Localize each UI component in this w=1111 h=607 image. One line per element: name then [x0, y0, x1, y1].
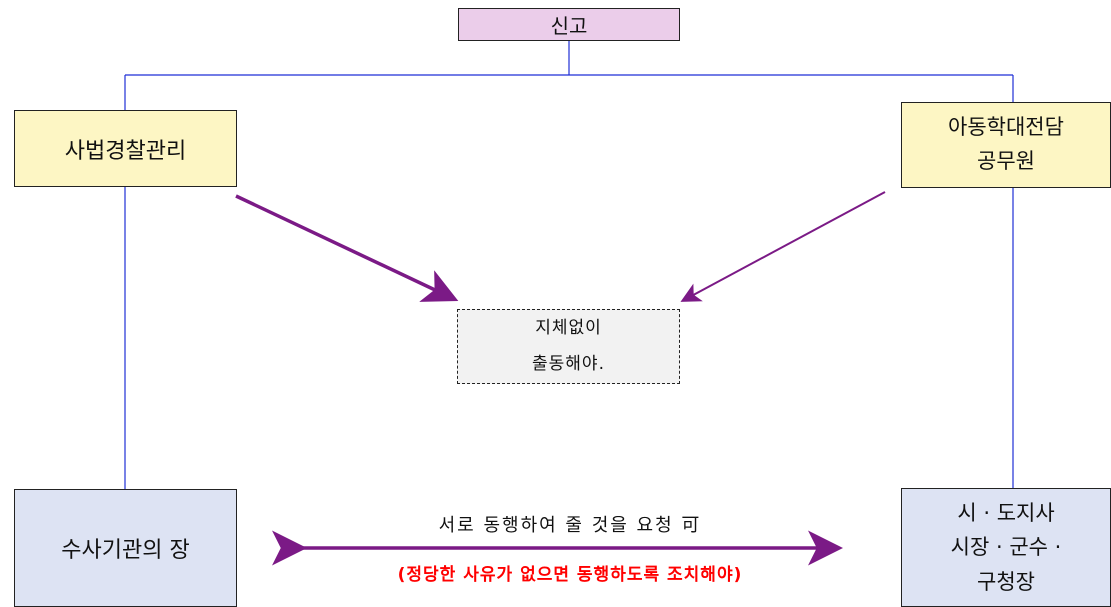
arrow-police-to-center — [235, 194, 459, 302]
dispatch-label-line2: 출동해야. — [532, 353, 605, 374]
child-abuse-official-node: 아동학대전담 공무원 — [901, 102, 1111, 188]
local-government-head-node: 시 · 도지사 시장 · 군수 · 구청장 — [901, 488, 1111, 607]
arrow-child-official-to-center — [680, 191, 886, 302]
police-node: 사법경찰관리 — [14, 110, 237, 187]
child-official-label-line2: 공무원 — [977, 149, 1035, 173]
child-official-label-line1: 아동학대전담 — [948, 115, 1064, 140]
dispatch-node: 지체없이 출동해야. — [457, 309, 680, 384]
report-node: 신고 — [458, 8, 680, 41]
mutual-request-label: 서로 동행하여 줄 것을 요청 可 — [438, 515, 702, 536]
mayor-label-line3: 구청장 — [977, 569, 1035, 594]
investigation-head-label: 수사기관의 장 — [61, 538, 190, 563]
dispatch-label-line1: 지체없이 — [535, 317, 602, 338]
mayor-label-line1: 시 · 도지사 — [957, 500, 1055, 525]
investigation-head-node: 수사기관의 장 — [14, 489, 237, 607]
police-label: 사법경찰관리 — [64, 138, 187, 164]
mutual-request-note: (정당한 사유가 없으면 동행하도록 조치해야) — [397, 565, 743, 585]
mayor-label-line2: 시장 · 군수 · — [950, 535, 1062, 560]
report-label: 신고 — [550, 14, 588, 38]
